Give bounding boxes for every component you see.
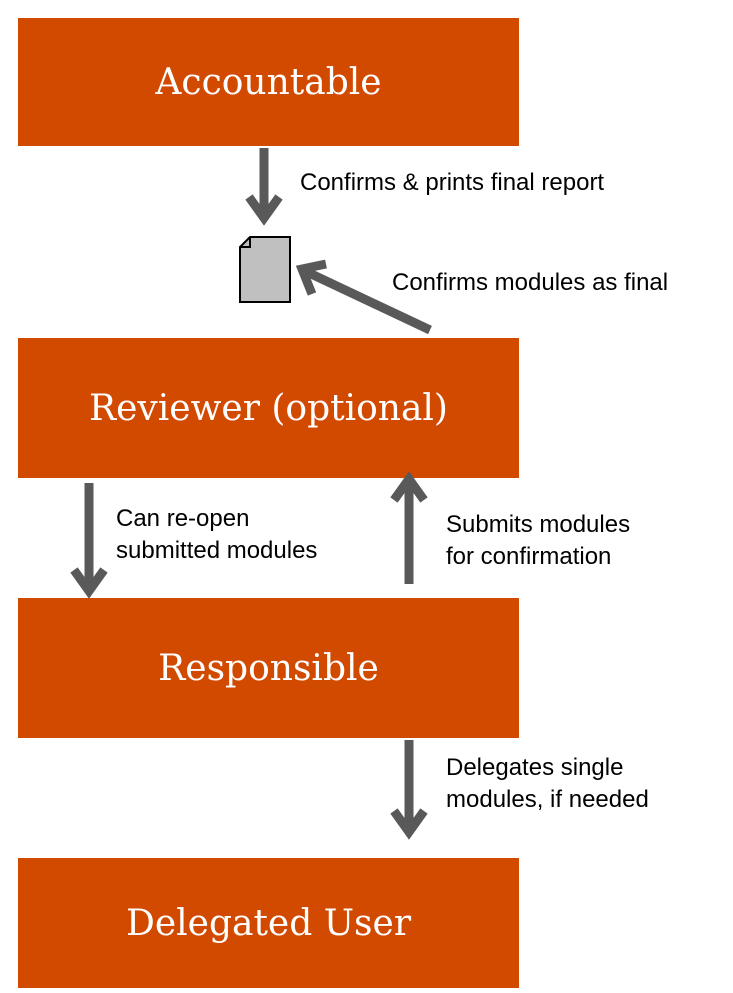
reopen-label-line2: submitted modules <box>116 537 318 564</box>
reviewer-label: Reviewer (optional) <box>89 387 448 429</box>
arrow-submits <box>390 471 428 584</box>
arrow-reopen <box>70 483 108 599</box>
arrow-confirms-report <box>245 148 283 226</box>
delegated-user-box: Delegated User <box>18 858 519 988</box>
accountable-label: Accountable <box>155 61 382 103</box>
responsible-label: Responsible <box>158 647 379 689</box>
reopen-label: Can re-open submitted modules <box>116 503 317 567</box>
responsible-box: Responsible <box>18 598 519 738</box>
confirms-modules-label: Confirms modules as final <box>392 269 669 296</box>
submits-label-line1: Submits modules <box>446 511 631 538</box>
reviewer-box: Reviewer (optional) <box>18 338 519 478</box>
arrow-confirms-modules <box>295 259 432 335</box>
delegates-label: Delegates single modules, if needed <box>446 752 649 816</box>
submits-label-line2: for confirmation <box>446 543 612 570</box>
delegated-user-label: Delegated User <box>125 902 412 944</box>
confirms-report-label: Confirms & prints final report <box>300 169 605 196</box>
document-icon <box>239 236 291 303</box>
submits-label: Submits modules for confirmation <box>446 509 630 573</box>
arrow-delegates <box>390 740 428 840</box>
delegates-label-line1: Delegates single <box>446 754 624 781</box>
reopen-label-line1: Can re-open <box>116 505 250 532</box>
delegates-label-line2: modules, if needed <box>446 786 649 813</box>
accountable-box: Accountable <box>18 18 519 146</box>
